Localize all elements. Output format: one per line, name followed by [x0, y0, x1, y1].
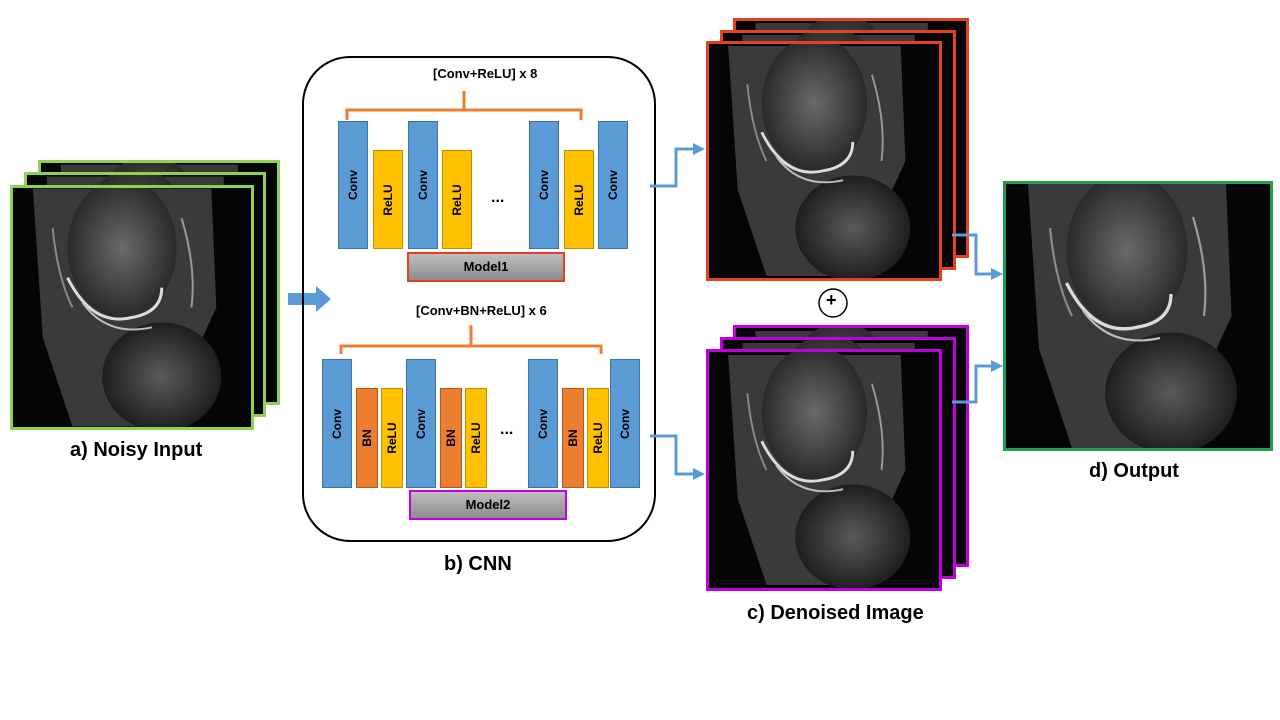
denoised-model1-image	[706, 41, 942, 281]
model1-repeat-label: [Conv+ReLU] x 8	[433, 66, 538, 81]
plus-circle	[818, 288, 848, 318]
model1-conv-layer-3: Conv	[529, 121, 559, 249]
model1-relu-layer-3: ReLU	[564, 150, 594, 249]
noisy-input-image	[10, 185, 254, 430]
denoised1-to-output-arrow	[952, 233, 1003, 280]
model2-conv-layer-1: Conv	[322, 359, 352, 488]
output-image	[1003, 181, 1273, 451]
cnn-container	[302, 56, 656, 542]
caption-noisy-input: a) Noisy Input	[70, 439, 203, 461]
plus-symbol: +	[826, 290, 837, 310]
caption-cnn: b) CNN	[444, 553, 512, 575]
input-arrow	[288, 286, 331, 312]
model2-conv-layer-4: Conv	[610, 359, 640, 488]
model2-relu-layer-2: ReLU	[465, 388, 487, 488]
model1-relu-layer-1: ReLU	[373, 150, 403, 249]
model2-conv-layer-2: Conv	[406, 359, 436, 488]
denoised-model2-image	[706, 349, 942, 591]
model2-bn-layer-2: BN	[440, 388, 462, 488]
model1-ellipsis: ...	[491, 189, 505, 206]
denoised2-to-output-arrow	[952, 360, 1003, 404]
model1-conv-layer-2: Conv	[408, 121, 438, 249]
model1-relu-layer-2: ReLU	[442, 150, 472, 249]
model2-ellipsis: ...	[500, 421, 514, 438]
model2-label: Model2	[409, 490, 567, 520]
model1-output-arrow	[650, 143, 705, 188]
caption-denoised-image: c) Denoised Image	[747, 602, 924, 624]
model2-output-arrow	[650, 434, 705, 480]
model2-relu-layer-1: ReLU	[381, 388, 403, 488]
model1-brace	[345, 91, 583, 120]
model2-bn-layer-3: BN	[562, 388, 584, 488]
model1-label: Model1	[407, 252, 565, 282]
model2-relu-layer-3: ReLU	[587, 388, 609, 488]
model2-bn-layer-1: BN	[356, 388, 378, 488]
model2-repeat-label: [Conv+BN+ReLU] x 6	[416, 303, 547, 318]
model1-conv-layer-1: Conv	[338, 121, 368, 249]
model2-conv-layer-3: Conv	[528, 359, 558, 488]
model1-conv-layer-4: Conv	[598, 121, 628, 249]
caption-output: d) Output	[1089, 460, 1179, 482]
model2-brace	[339, 325, 603, 354]
